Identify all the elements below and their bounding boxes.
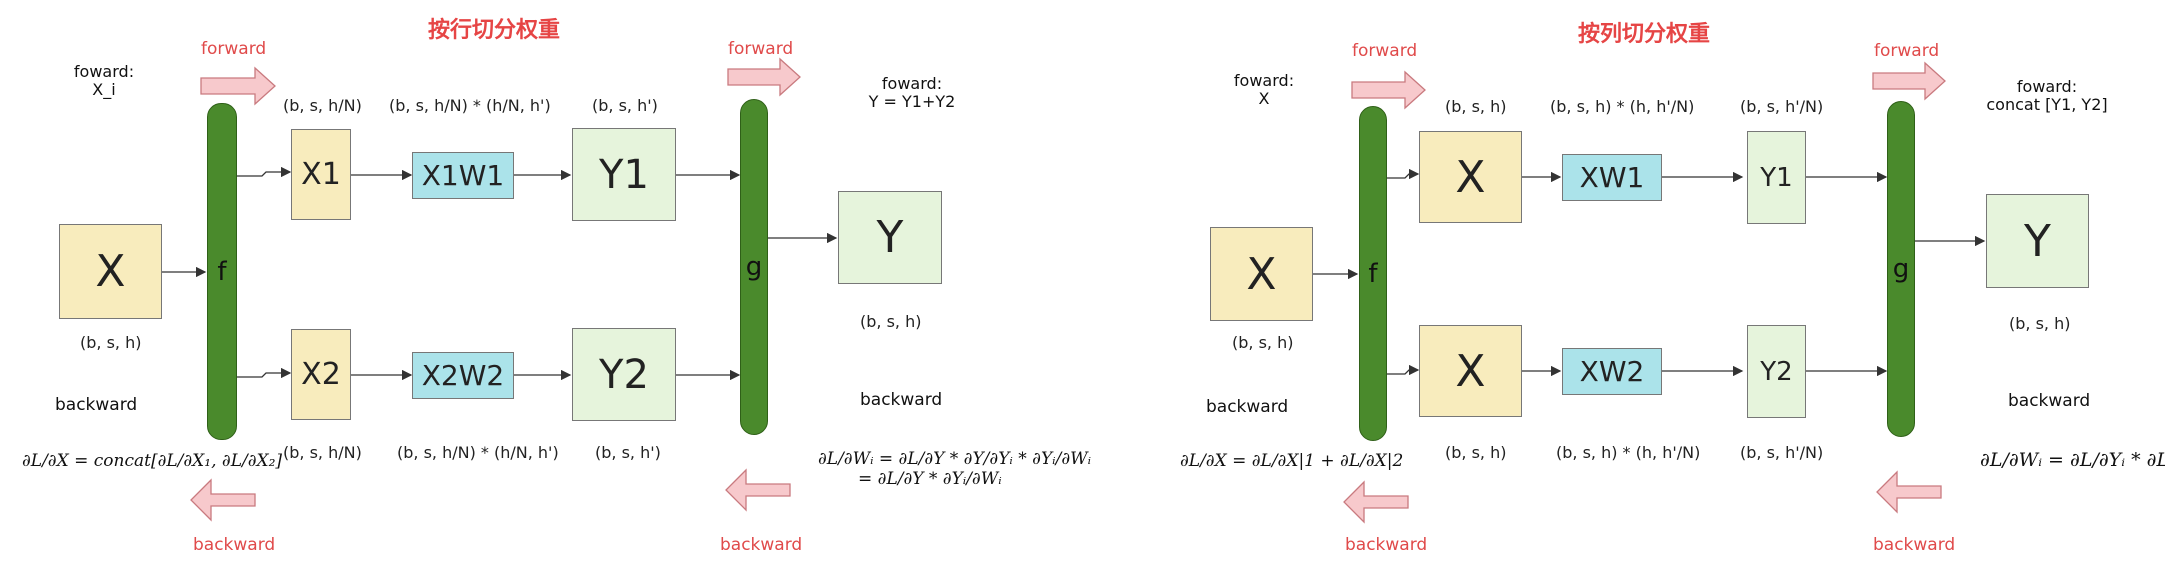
backward-arrow-icon <box>1876 470 1942 514</box>
left-shape-x1: (b, s, h/N) <box>283 96 362 115</box>
right-y1-box: Y1 <box>1747 131 1806 224</box>
forward-arrow-icon <box>200 66 276 106</box>
right-connectors <box>1313 168 1986 377</box>
left-forward-label-2: forward <box>728 39 794 59</box>
forward-arrow-icon <box>1351 70 1426 110</box>
forward-arrow-icon <box>1872 61 1946 101</box>
left-formula-dw: ∂L/∂Wᵢ = ∂L/∂Y * ∂Y/∂Yᵢ * ∂Yᵢ/∂Wᵢ = ∂L/∂… <box>818 449 1091 489</box>
right-formula-dx: ∂L/∂X = ∂L/∂X|1 + ∂L/∂X|2 <box>1180 451 1404 471</box>
backward-arrow-icon <box>190 478 256 522</box>
right-y-box: Y <box>1986 194 2089 288</box>
left-backward-label-1: backward <box>193 535 276 555</box>
edge-f-to-xtop <box>1387 168 1420 180</box>
right-backward-label-1: backward <box>1345 535 1428 555</box>
right-shape-xtop: (b, s, h) <box>1445 97 1507 116</box>
right-shape-y2: (b, s, h'/N) <box>1740 443 1824 462</box>
edge-f-to-xbot <box>1387 364 1420 376</box>
left-f-bar: f <box>207 103 237 440</box>
left-backward-label-2: backward <box>720 535 803 555</box>
right-x-shape: (b, s, h) <box>1232 333 1294 352</box>
left-backward-text-1: backward <box>55 395 138 415</box>
left-shape-y1: (b, s, h') <box>592 96 658 115</box>
right-shape-xbot: (b, s, h) <box>1445 443 1507 462</box>
left-shape-x2: (b, s, h/N) <box>283 443 362 462</box>
left-x1-box: X1 <box>291 129 351 220</box>
left-y-shape: (b, s, h) <box>860 312 922 331</box>
right-xw2-box: XW2 <box>1562 348 1662 395</box>
left-foward-note-1: foward:X_i <box>73 62 135 100</box>
forward-arrow-icon <box>727 57 801 97</box>
right-title: 按列切分权重 <box>1578 22 1711 47</box>
left-title: 按行切分权重 <box>428 18 561 43</box>
right-backward-text-1: backward <box>1206 397 1289 417</box>
left-shape-x2w2: (b, s, h/N) * (h/N, h') <box>397 443 559 462</box>
left-x2w2-box: X2W2 <box>412 352 514 399</box>
left-shape-y2: (b, s, h') <box>595 443 661 462</box>
left-forward-label-1: forward <box>201 39 267 59</box>
left-shape-x1w1: (b, s, h/N) * (h/N, h') <box>389 96 551 115</box>
right-shape-xw1: (b, s, h) * (h, h'/N) <box>1550 97 1695 116</box>
left-foward-note-2: foward:Y = Y1+Y2 <box>868 74 956 112</box>
right-forward-label-2: forward <box>1874 41 1940 61</box>
right-forward-label-1: forward <box>1352 41 1418 61</box>
right-foward-note-1: foward:X <box>1233 71 1295 109</box>
left-x2-box: X2 <box>291 329 351 420</box>
edge-f-to-x2 <box>236 367 292 379</box>
right-xbot-box: X <box>1419 325 1522 417</box>
right-y2-box: Y2 <box>1747 325 1806 418</box>
right-backward-text-2: backward <box>2008 391 2091 411</box>
right-foward-note-2: foward:concat [Y1, Y2] <box>1986 77 2108 115</box>
right-shape-y1: (b, s, h'/N) <box>1740 97 1824 116</box>
right-formula-dw: ∂L/∂Wᵢ = ∂L/∂Yᵢ * ∂L/∂Wᵢ <box>1980 449 2165 471</box>
right-g-bar: g <box>1887 101 1915 437</box>
left-formula-dx: ∂L/∂X = concat[∂L/∂X₁, ∂L/∂X₂] <box>22 451 283 471</box>
left-g-bar: g <box>740 99 768 435</box>
left-backward-text-2: backward <box>860 390 943 410</box>
left-y-box: Y <box>838 191 942 284</box>
right-xw1-box: XW1 <box>1562 154 1662 201</box>
right-x-box: X <box>1210 227 1313 321</box>
left-x-box: X <box>59 224 162 319</box>
left-x1w1-box: X1W1 <box>412 152 514 199</box>
right-xtop-box: X <box>1419 131 1522 223</box>
left-y1-box: Y1 <box>572 128 676 221</box>
right-f-bar: f <box>1359 106 1387 441</box>
right-y-shape: (b, s, h) <box>2009 314 2071 333</box>
backward-arrow-icon <box>725 468 791 512</box>
edge-f-to-x1 <box>236 166 292 178</box>
right-shape-xw2: (b, s, h) * (h, h'/N) <box>1556 443 1701 462</box>
backward-arrow-icon <box>1343 480 1409 524</box>
right-backward-label-2: backward <box>1873 535 1956 555</box>
left-y2-box: Y2 <box>572 328 676 421</box>
left-x-shape: (b, s, h) <box>80 333 142 352</box>
left-connectors <box>161 166 838 381</box>
